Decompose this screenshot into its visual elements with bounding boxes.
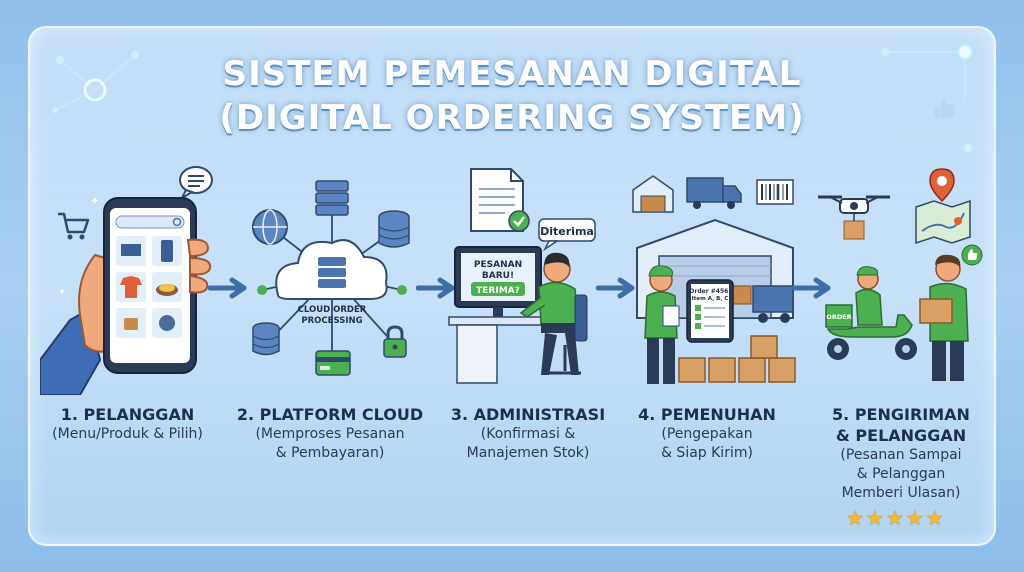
step3-title: 3. ADMINISTRASI (450, 405, 606, 424)
sparkle-icon: ✦ (58, 287, 66, 298)
search-icon (172, 217, 182, 227)
step4-label: 4. PEMENUHAN (Pengepakan & Siap Kirim) (622, 404, 792, 463)
bubble-text: Diterima (540, 225, 594, 238)
screen-text-1: PESANAN (474, 260, 522, 270)
step3-illustration: Diterima PESANAN BARU! TERIMA? (448, 168, 596, 384)
step5-desc-1: (Pesanan Sampai (840, 447, 962, 463)
screen-text-2: BARU! (482, 271, 514, 281)
step1-illustration: ✦ ✦ (40, 166, 213, 395)
flow-arrow-3 (596, 277, 635, 299)
step2-label: 2. PLATFORM CLOUD (Memproses Pesanan & P… (225, 404, 435, 463)
chat-bubble-icon (179, 166, 213, 201)
step5-desc-3: Memberi Ulasan) (841, 485, 961, 501)
lock-icon (383, 325, 407, 358)
step3-label: 3. ADMINISTRASI (Konfirmasi & Manajemen … (438, 404, 618, 463)
step4-title: 4. PEMENUHAN (638, 405, 776, 424)
step5-illustration: ORDER (818, 168, 983, 381)
title-line-1: SISTEM PEMESANAN DIGITAL (222, 54, 802, 94)
step2-desc-1: (Memproses Pesanan (255, 426, 405, 442)
step5-label: 5. PENGIRIMAN & PELANGGAN (Pesanan Sampa… (806, 404, 996, 503)
drone-icon (818, 195, 890, 240)
package-boxes (678, 335, 796, 383)
cloud-text-1: CLOUD ORDER (298, 305, 367, 315)
status-bubble (538, 218, 596, 242)
network-decoration-right (881, 44, 973, 152)
scooter-box-text: ORDER (826, 313, 851, 321)
title-line-2: (DIGITAL ORDERING SYSTEM) (219, 98, 805, 138)
sparkle-icon: ✦ (90, 194, 100, 208)
step1-desc: (Menu/Produk & Pilih) (52, 426, 203, 442)
tablet-text-2: Item A, B, C (692, 296, 729, 302)
step4-desc-2: & Siap Kirim) (661, 445, 753, 461)
database-icon (252, 322, 280, 356)
truck-icon (686, 177, 742, 209)
warehouse-icon (632, 175, 674, 213)
checklist-icon (695, 305, 701, 329)
flow-arrow-2 (416, 277, 455, 299)
step5-title-1: 5. PENGIRIMAN (832, 405, 970, 424)
tablet-text-1: Order #456: (689, 288, 730, 295)
barcode-icon (756, 179, 794, 205)
flow-arrow-1 (208, 277, 247, 299)
database-icon (378, 210, 410, 248)
shopping-cart-icon (58, 212, 90, 240)
location-pin-icon (929, 168, 955, 203)
check-icon (508, 210, 530, 232)
step3-desc-2: Manajemen Stok) (466, 445, 590, 461)
accept-button-text: TERIMA? (476, 286, 520, 296)
cloud-text-2: PROCESSING (301, 316, 362, 326)
network-decoration-left (52, 51, 139, 113)
step1-label: 1. PELANGGAN (Menu/Produk & Pilih) (40, 404, 215, 444)
flow-arrow-4 (792, 277, 831, 299)
globe-icon (252, 209, 288, 245)
step4-illustration: Order #456: Item A, B, C (632, 175, 796, 384)
step2-illustration: CLOUD ORDER PROCESSING (252, 180, 410, 376)
step5-desc-2: & Pelanggan (856, 466, 946, 482)
step4-desc-1: (Pengepakan (661, 426, 753, 442)
map-icon (915, 199, 971, 245)
rating-stars: ★★★★★ (846, 508, 946, 530)
step1-title: 1. PELANGGAN (60, 405, 195, 424)
thumbs-up-icon (961, 244, 983, 266)
thumbs-up-icon-decor (934, 98, 955, 118)
step3-desc-1: (Konfirmasi & (480, 426, 576, 442)
credit-card-icon (315, 350, 351, 376)
server-icon (315, 180, 349, 216)
step2-desc-2: & Pembayaran) (275, 445, 385, 461)
step2-title: 2. PLATFORM CLOUD (236, 405, 424, 424)
step5-title-2: & PELANGGAN (835, 426, 967, 445)
